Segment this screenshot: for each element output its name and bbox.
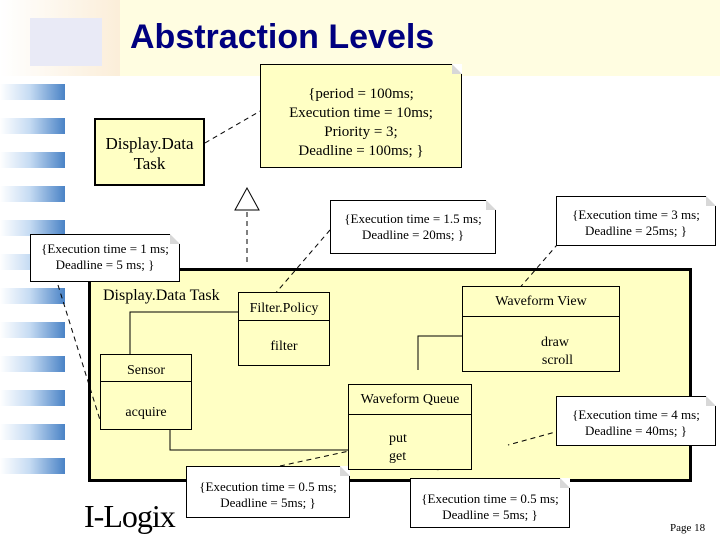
assoc-sensor-queue	[169, 412, 348, 451]
period-note: {period = 100ms; Execution time = 10ms; …	[260, 64, 462, 168]
side-stripe	[0, 424, 65, 440]
side-stripe	[0, 288, 65, 304]
note-line: {Execution time = 0.5 ms;	[421, 491, 559, 506]
class-name: Waveform View	[463, 287, 619, 317]
page-number: Page 18	[670, 522, 706, 534]
note-line: Deadline = 5 ms; }	[55, 257, 155, 272]
class-filter-policy: Filter.Policy filter	[238, 292, 330, 366]
timing-note-3: {Execution time = 3 ms; Deadline = 25ms;…	[556, 196, 716, 246]
side-stripe	[0, 356, 65, 372]
note-line: Deadline = 20ms; }	[361, 227, 465, 242]
note-line: Deadline = 40ms; }	[584, 423, 688, 438]
period-note-line3: Priority = 3;	[324, 124, 398, 140]
display-data-task-box: Display.Data Task	[94, 118, 205, 186]
timing-note-5: {Execution time = 0.5 ms; Deadline = 5ms…	[186, 466, 350, 518]
note-line: {Execution time = 1.5 ms;	[344, 211, 482, 226]
side-stripe	[0, 390, 65, 406]
note-line: {Execution time = 0.5 ms;	[199, 479, 337, 494]
anchor-period-note	[204, 109, 263, 144]
assoc-sensor-filter	[129, 311, 240, 355]
task-box-line2: Task	[133, 154, 166, 173]
class-name: Waveform Queue	[349, 385, 471, 415]
timing-note-4: {Execution time = 4 ms; Deadline = 40ms;…	[556, 396, 716, 446]
side-stripe	[0, 322, 65, 338]
period-note-line4: Deadline = 100ms; }	[298, 143, 424, 159]
note-line: {Execution time = 1 ms;	[41, 241, 169, 256]
side-stripe	[0, 152, 65, 168]
note-line: {Execution time = 4 ms;	[572, 407, 700, 422]
period-note-line1: {period = 100ms;	[308, 86, 414, 102]
note-line: {Execution time = 3 ms;	[572, 207, 700, 222]
class-waveform-queue: Waveform Queue put get	[348, 384, 472, 470]
anchor-note-2	[267, 229, 331, 303]
class-operation: get	[389, 449, 407, 464]
side-stripe	[0, 220, 65, 236]
side-stripe	[0, 458, 65, 474]
timing-note-1: {Execution time = 1 ms; Deadline = 5 ms;…	[30, 234, 180, 282]
anchor-note-1	[57, 284, 101, 421]
timing-note-6: {Execution time = 0.5 ms; Deadline = 5ms…	[410, 478, 570, 528]
assoc-queue-view	[417, 335, 462, 370]
title-band	[120, 0, 720, 76]
side-stripe	[0, 118, 65, 134]
task-box-line1: Display.Data	[105, 134, 194, 153]
side-stripe	[0, 186, 65, 202]
note-line: Deadline = 25ms; }	[584, 223, 688, 238]
inheritance-triangle	[234, 186, 260, 211]
container-label: Display.Data Task	[103, 287, 220, 304]
class-operation: scroll	[541, 353, 573, 368]
class-sensor: Sensor acquire	[100, 354, 192, 430]
class-waveform-view: Waveform View draw scroll	[462, 286, 620, 372]
class-operation: draw	[541, 335, 569, 350]
i-logix-logo: I-Logix	[84, 498, 176, 534]
class-operation: filter	[270, 339, 298, 354]
note-line: Deadline = 5ms; }	[442, 507, 538, 522]
class-operation: put	[389, 431, 407, 446]
period-note-line2: Execution time = 10ms;	[289, 105, 433, 121]
note-line: Deadline = 5ms; }	[220, 495, 316, 510]
class-operation: acquire	[125, 405, 167, 420]
timing-note-2: {Execution time = 1.5 ms; Deadline = 20m…	[330, 200, 496, 254]
class-name: Sensor	[126, 363, 166, 378]
page-title: Abstraction Levels	[130, 18, 435, 56]
class-name: Filter.Policy	[239, 293, 329, 321]
header-square	[30, 18, 102, 66]
side-stripe	[0, 84, 65, 100]
